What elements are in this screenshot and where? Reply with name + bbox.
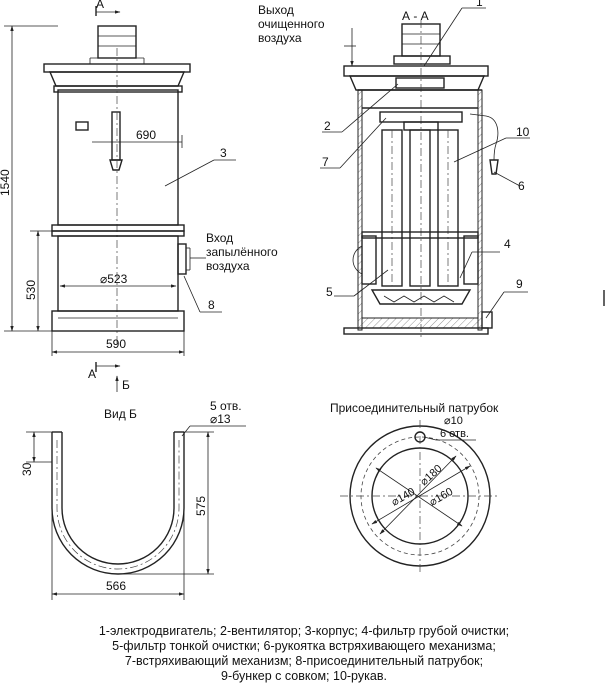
section-mark-top: А bbox=[96, 0, 104, 11]
legend-line-3: 7-встряхивающий механизм; 8-присоедините… bbox=[124, 654, 484, 668]
nozzle-d180: ⌀180 bbox=[418, 463, 445, 489]
view-b-holes-1: 5 отв. bbox=[210, 399, 242, 413]
callout-4: 4 bbox=[504, 237, 511, 251]
dim-d523: ⌀523 bbox=[100, 272, 128, 286]
section-mark-bottom: А bbox=[88, 367, 96, 381]
section-base bbox=[343, 327, 489, 335]
callout-8: 8 bbox=[208, 298, 215, 312]
upper-body bbox=[57, 89, 179, 226]
dim-1540: 1540 bbox=[0, 169, 12, 196]
legend: 1-электродвигатель; 2-вентилятор; 3-корп… bbox=[0, 624, 608, 684]
view-b-mark: Б bbox=[122, 378, 130, 392]
base bbox=[51, 310, 185, 332]
handle bbox=[111, 111, 121, 161]
legend-line-1: 1-электродвигатель; 2-вентилятор; 3-корп… bbox=[98, 624, 510, 638]
dim-566: 566 bbox=[106, 579, 126, 593]
section-lid bbox=[343, 65, 489, 77]
legend-line-4: 9-бункер с совком; 10-рукав. bbox=[221, 669, 387, 683]
view-b: Вид Б 5 отв. ⌀13 30 575 566 bbox=[20, 399, 246, 600]
section-view: А - А Выход очищенного воздуха bbox=[258, 0, 530, 340]
u-plate-outer bbox=[51, 432, 185, 575]
outlet-label-1: Выход bbox=[258, 3, 294, 17]
dim-575: 575 bbox=[194, 496, 208, 516]
callout-2: 2 bbox=[324, 119, 331, 133]
dust-bin bbox=[361, 317, 479, 329]
dim-530: 530 bbox=[24, 280, 38, 300]
outlet-label-2: очищенного bbox=[258, 17, 325, 31]
handle-chain bbox=[485, 115, 499, 161]
view-b-title: Вид Б bbox=[104, 407, 137, 421]
dim-590: 590 bbox=[106, 337, 126, 351]
flange bbox=[51, 224, 185, 232]
coarse-filter bbox=[361, 231, 479, 239]
callout-1: 1 bbox=[476, 0, 483, 9]
section-title: А - А bbox=[402, 9, 429, 23]
inlet-label-2: запылённого bbox=[206, 245, 278, 259]
inlet-nozzle bbox=[177, 243, 187, 275]
hopper-plate bbox=[370, 289, 472, 305]
inlet-label-1: Вход bbox=[206, 231, 233, 245]
shaking-handle bbox=[489, 159, 499, 175]
nozzle-holes-2: 6 отв. bbox=[440, 428, 469, 440]
callout-10: 10 bbox=[516, 125, 530, 139]
callout-5: 5 bbox=[326, 285, 333, 299]
dim-30: 30 bbox=[20, 462, 34, 476]
nozzle-view: Присоединительный патрубок ⌀10 6 отв. ⌀1… bbox=[330, 401, 500, 574]
sleeve-2 bbox=[409, 129, 431, 287]
callout-3: 3 bbox=[220, 146, 227, 160]
callout-6: 6 bbox=[518, 179, 525, 193]
fan bbox=[395, 77, 445, 89]
inlet-label-3: воздуха bbox=[206, 259, 250, 273]
dim-690: 690 bbox=[136, 128, 156, 142]
view-b-holes-2: ⌀13 bbox=[210, 412, 231, 426]
nameplate bbox=[75, 121, 89, 131]
callout-7: 7 bbox=[322, 155, 329, 169]
u-plate-inner bbox=[61, 432, 175, 565]
nozzle-holes-1: ⌀10 bbox=[444, 415, 463, 427]
outlet-label-3: воздуха bbox=[258, 31, 302, 45]
front-view: А 690 ⌀523 bbox=[0, 0, 278, 392]
legend-line-2: 5-фильтр тонкой очистки; 6-рукоятка встр… bbox=[112, 639, 496, 653]
callout-9: 9 bbox=[516, 277, 523, 291]
nozzle-title: Присоединительный патрубок bbox=[330, 401, 499, 415]
